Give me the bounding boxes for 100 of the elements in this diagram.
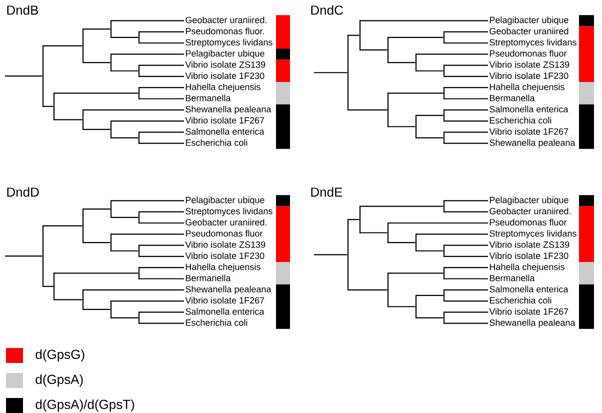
leaf-label: Pseudomonas fluor.: [186, 28, 264, 34]
leaf-label: Vibrio isolate ZS139: [185, 241, 266, 248]
branch-line: [444, 132, 488, 133]
leaf-label: Vibrio isolate 1F230: [185, 72, 264, 79]
leaf-label: Hahella chejuensis: [186, 263, 260, 272]
branch-line: [111, 216, 138, 218]
branch-line: [388, 92, 444, 94]
leaf-label: Shewanella pealeana: [490, 139, 576, 148]
leaf-label: Vibrio isolate 1F267: [489, 308, 568, 315]
branch-line: [139, 87, 184, 88]
leaf-label: Salmonella enterica: [490, 286, 568, 292]
branch-line: [444, 87, 488, 88]
branch-line: [139, 312, 184, 313]
leaf-label: Pelagibacter ubique: [186, 196, 264, 205]
leaf-label: Pseudomonas fluor: [186, 230, 263, 237]
leaf-label: Escherichia coli: [490, 116, 552, 124]
branch-line: [83, 128, 110, 130]
leaf-label: Vibrio isolate 1F267: [185, 296, 264, 304]
branch-line: [360, 49, 388, 51]
leaf-label: Salmonella enterica: [186, 308, 264, 315]
branch-line: [83, 308, 110, 310]
branch-line: [83, 109, 184, 110]
branch-line: [444, 64, 488, 66]
branch-line: [139, 64, 184, 66]
branch-line: [83, 208, 110, 210]
branch-line: [111, 300, 184, 302]
leaf-label: Salmonella enterica: [490, 106, 568, 112]
branch-line: [388, 36, 444, 38]
branch-line: [416, 54, 488, 55]
branch-line: [360, 232, 388, 234]
branch-line: [388, 222, 488, 224]
panel-title: DndE: [311, 187, 342, 197]
branch-line: [444, 244, 488, 246]
branch-line: [416, 250, 444, 252]
branch-line: [139, 256, 184, 257]
legend-label: d(GpsG): [36, 349, 84, 362]
leaf-label: Salmonella enterica: [186, 128, 264, 135]
branch-line: [444, 76, 488, 77]
branch-line: [314, 72, 348, 74]
branch-line: [388, 62, 416, 64]
leaf-label: Escherichia coli: [490, 296, 552, 304]
branch-line: [388, 126, 416, 128]
branch-line: [111, 317, 138, 318]
legend-label: d(GpsA): [36, 374, 83, 387]
branch-line: [416, 294, 444, 296]
branch-line: [360, 20, 488, 22]
branch-line: [43, 106, 54, 107]
branch-line: [111, 200, 184, 202]
branch-line: [54, 272, 138, 274]
branch-line: [111, 120, 184, 122]
leaf-label: Hahella chejuensis: [186, 83, 260, 92]
branch-line: [111, 137, 138, 138]
leaf-label: Vibrio isolate ZS139: [185, 61, 266, 68]
branch-line: [83, 289, 184, 290]
branch-line: [139, 98, 184, 100]
branch-line: [83, 28, 110, 30]
leaf-label: Streptomyces lividans: [186, 38, 272, 48]
leaf-label: Vibrio isolate 1F230: [185, 252, 264, 259]
branch-line: [139, 244, 184, 246]
leaf-label: Escherichia coli: [186, 139, 248, 146]
leaf-label: Bermanella: [186, 274, 231, 282]
branch-line: [5, 76, 42, 77]
leaf-label: Pseudomonas fluor: [490, 218, 567, 226]
leaf-label: Bermanella: [490, 94, 535, 102]
leaf-label: Pelagibacter ubique: [490, 16, 568, 25]
branch-line: [111, 70, 138, 72]
branch-line: [388, 306, 416, 308]
branch-line: [111, 250, 138, 252]
branch-line: [111, 234, 184, 235]
leaf-label: Streptomyces lividans: [490, 38, 576, 48]
branch-line: [83, 62, 110, 64]
branch-line: [348, 289, 388, 290]
branch-line: [139, 267, 184, 268]
branch-line: [444, 109, 488, 110]
branch-line: [416, 137, 444, 138]
branch-line: [444, 98, 488, 100]
branch-line: [444, 256, 488, 257]
branch-line: [444, 312, 488, 313]
leaf-label: Bermanella: [490, 274, 535, 282]
branch-line: [139, 211, 184, 212]
branch-line: [416, 70, 444, 72]
branch-line: [139, 142, 184, 144]
branch-line: [444, 120, 488, 122]
branch-line: [54, 299, 82, 300]
branch-line: [416, 317, 444, 318]
leaf-label: Shewanella pealeana: [490, 319, 576, 328]
legend-label: d(GpsA)/d(GpsT): [36, 399, 134, 412]
leaf-label: Bermanella: [186, 94, 231, 102]
branch-line: [139, 222, 184, 224]
leaf-label: Vibrio isolate 1F230: [489, 72, 568, 79]
leaf-label: Geobacter uraniired.: [186, 218, 266, 226]
panel-title: DndC: [311, 5, 343, 15]
leaf-label: Shewanella pealeana: [186, 106, 272, 114]
branch-line: [111, 54, 184, 55]
leaf-label: Vibrio isolate 1F267: [185, 116, 264, 124]
leaf-label: Vibrio isolate ZS139: [489, 61, 570, 68]
branch-line: [314, 254, 348, 256]
leaf-label: Vibrio isolate ZS139: [489, 241, 570, 248]
panel-title: DndB: [7, 5, 38, 15]
leaf-label: Streptomyces lividans: [490, 230, 576, 238]
